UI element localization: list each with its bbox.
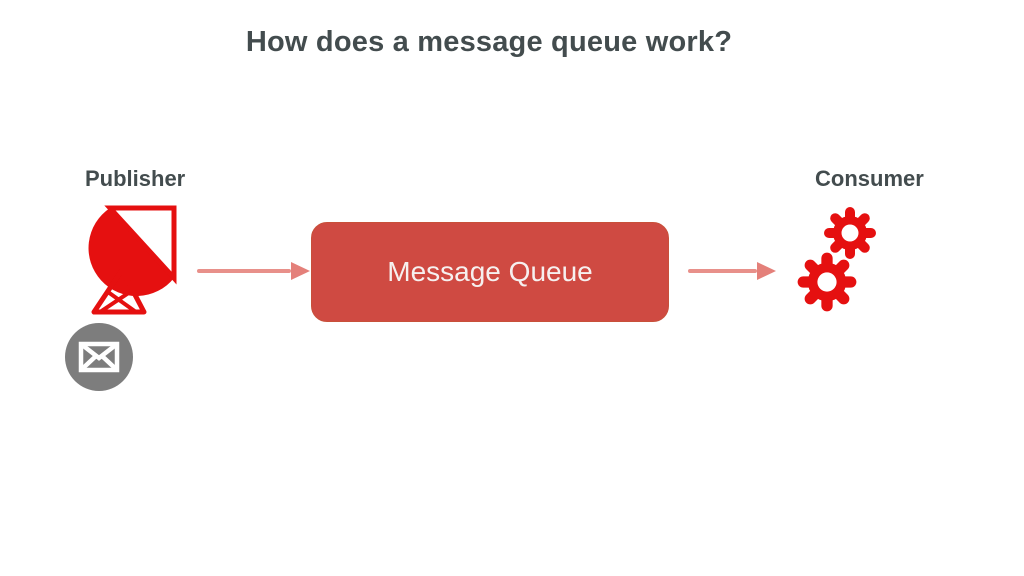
arrow-shaft (197, 269, 291, 273)
arrow-queue-to-consumer (688, 262, 776, 280)
arrow-publisher-to-queue (197, 262, 310, 280)
envelope-icon (65, 323, 133, 391)
publisher-label: Publisher (85, 166, 186, 191)
consumer-label: Consumer (815, 166, 924, 191)
arrow-head (757, 262, 776, 280)
message-queue-label: Message Queue (387, 256, 593, 287)
arrow-shaft (688, 269, 757, 273)
satellite-dish-icon (88, 205, 177, 315)
message-queue-box: Message Queue (311, 222, 669, 322)
slide-title: How does a message queue work? (245, 26, 733, 58)
arrow-head (291, 262, 310, 280)
gears-icon (797, 207, 876, 312)
